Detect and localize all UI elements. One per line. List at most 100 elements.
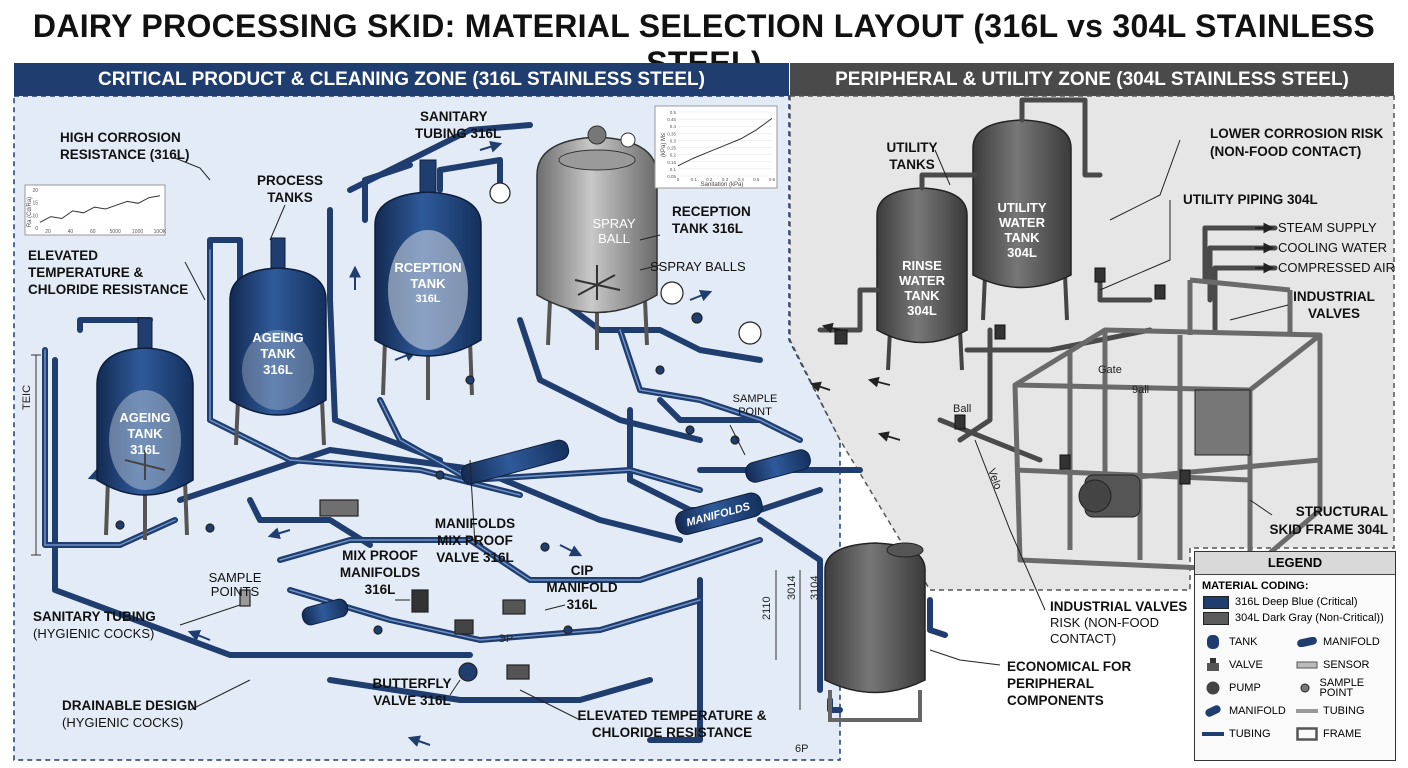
reception-tank-label-3: 316L (415, 293, 440, 305)
legend-304l-row: 304L Dark Gray (Non-Critical)) (1203, 610, 1395, 626)
legend-304l-swatch (1203, 611, 1229, 625)
mini-chart-right-ytick: 0.45 (667, 117, 676, 122)
ageing-tank-2-label-1: AGEING (252, 330, 303, 345)
manifolds-mixproof-label-1: MANIFOLDS (435, 516, 515, 531)
legend-frame-label: FRAME (1323, 727, 1362, 740)
process-tanks-label-2: TANKS (267, 190, 313, 205)
lower-corrosion-label-2: (NON-FOOD CONTACT) (1210, 144, 1361, 159)
dimension-b-label: 3104 (809, 576, 821, 600)
mini-chart-right-ytick: 0.35 (667, 131, 676, 136)
utility-valves (834, 267, 1191, 485)
industrial-valves-label-2: VALVES (1308, 306, 1360, 321)
sample-point-label-2: POINT (738, 406, 772, 418)
ageing-tank-1-label-1: AGEING (119, 410, 170, 425)
structural-label-2: SKID FRAME 304L (1269, 522, 1388, 537)
sanitary-tubing-top-label-1: SANITARY (420, 109, 488, 124)
cip-label-3: 316L (567, 597, 598, 612)
ball-label: Ball (953, 403, 971, 415)
utility-water-label-4: 304L (1007, 245, 1037, 260)
legend-tank-label: TANK (1229, 635, 1258, 648)
valves-gauges-316l (115, 182, 762, 682)
mini-chart-left-line (39, 195, 161, 223)
ball-label-2: 9all (1132, 384, 1149, 396)
high-corrosion-label-2: RESISTANCE (316L) (60, 147, 190, 162)
tubing-gray-icon (1296, 708, 1318, 713)
legend-item-tank: TANK (1201, 632, 1295, 651)
utility-arrows (809, 222, 1275, 442)
butterfly-label-1: BUTTERFLY (372, 676, 451, 691)
lower-corrosion-label-1: LOWER CORROSION RISK (1210, 126, 1384, 141)
mini-chart-right-xlabel: Sanitation (kPa) (701, 182, 744, 188)
mini-chart-right-xtick: 0.5 (753, 177, 760, 182)
mini-chart-left-xtick: 40 (68, 229, 74, 235)
rinse-tank-label-3: TANK (904, 288, 940, 303)
sanitary-tubing-top-label-2: TUBING 316L (415, 126, 501, 141)
dimension-lines (31, 354, 801, 710)
mini-chart-right-xtick: 0 (677, 177, 680, 182)
cip-label-1: CIP (571, 563, 594, 578)
leader-lines (174, 139, 1289, 721)
legend-item-manifold: MANIFOLD (1295, 632, 1389, 651)
industrial-valves-risk-label-3: CONTACT) (1050, 631, 1116, 646)
mini-chart-right-xtick: 0.3 (722, 177, 729, 182)
ageing-tank-1-label-3: 316L (130, 442, 160, 457)
legend-subtitle: MATERIAL CODING: (1202, 580, 1309, 592)
spray-balls-label: SSPRAY BALLS (650, 259, 746, 274)
ageing-tank-1-label-2: TANK (127, 426, 163, 441)
mini-chart-right-xtick: 0.6 (769, 177, 776, 182)
spray-tank-label-1: SPRAY (592, 216, 635, 231)
legend-item-tubing: TUBING (1201, 724, 1295, 743)
dimension-d-label: 6P (795, 743, 808, 755)
rinse-tank-label-1: RINSE (902, 258, 942, 273)
dimension-e-label: ЭP (498, 633, 513, 645)
sample-points-label-1: SAMPLE (209, 570, 262, 585)
elevated-bottom-label-2: CHLORIDE RESISTANCE (592, 725, 752, 740)
compressed-air-label: COMPRESSED AIR (1278, 260, 1395, 275)
reception-callout-label-1: RECEPTION (672, 204, 751, 219)
legend-item-manifold-2: MANIFOLD (1201, 701, 1295, 720)
critical-zone-header: CRITICAL PRODUCT & CLEANING ZONE (316L S… (14, 63, 789, 96)
utility-tank-bottom (824, 542, 926, 722)
utility-tanks-label-2: TANKS (889, 157, 935, 172)
drainable-label-1: DRAINABLE DESIGN (62, 698, 197, 713)
industrial-valves-risk-label-2: RISK (NON-FOOD (1050, 615, 1159, 630)
legend-valve-label: VALVE (1229, 658, 1263, 671)
spray-tank-label-2: BALL (598, 231, 630, 246)
ageing-tank-2-label-2: TANK (260, 346, 296, 361)
mix-proof-label-3: 316L (365, 582, 396, 597)
manifold-icon (1297, 636, 1317, 647)
legend-pump-label: PUMP (1229, 681, 1261, 694)
piping-highlights (44, 249, 801, 641)
ageing-tank-2 (229, 237, 327, 446)
legend-item-pump: PUMP (1201, 678, 1295, 697)
mini-chart-right-ytick: 0.5 (670, 110, 677, 115)
mini-chart-right-ylabel: (kPa) Ms (661, 133, 667, 157)
critical-callouts: HIGH CORROSION RESISTANCE (316L) PROCESS… (21, 109, 821, 755)
reception-callout-label-2: TANK 316L (672, 221, 743, 236)
reception-tank-316l (374, 159, 482, 400)
sanitary-tubing-label-1: SANITARY TUBING (33, 609, 156, 624)
tank-labels: AGEING TANK 316L AGEING TANK 316L RCEPTI… (119, 216, 636, 457)
mini-chart-right-ytick: 0.05 (667, 174, 676, 179)
utility-water-label-2: WATER (999, 215, 1046, 230)
dimension-left-label: TEIC (21, 385, 33, 410)
high-corrosion-label-1: HIGH CORROSION (60, 130, 181, 145)
mini-chart-left-xtick: 10OK (154, 229, 167, 235)
dimension-a-label: 3014 (786, 576, 798, 600)
dimension-c-label: 2110 (761, 596, 773, 620)
spray-ball-tank (536, 125, 658, 350)
mini-chart-right-ytick: 0.3 (670, 138, 677, 143)
pump-icon (1206, 681, 1220, 694)
process-tanks-label-1: PROCESS (257, 173, 323, 188)
reception-tank-label-1: RCEPTION (394, 260, 461, 275)
mini-chart-right-ytick: 0.1 (670, 167, 677, 172)
utility-piping-label: UTILITY PIPING 304L (1183, 192, 1318, 207)
utility-tanks-label-1: UTILITY (887, 140, 938, 155)
sample-point-icon (1300, 683, 1310, 692)
steam-supply-label: STEAM SUPPLY (1278, 220, 1377, 235)
economical-label-1: ECONOMICAL FOR (1007, 659, 1131, 674)
elevated-bottom-label-1: ELEVATED TEMPERATURE & (577, 708, 766, 723)
legend-304l-label: 304L Dark Gray (Non-Critical)) (1235, 612, 1384, 624)
legend-sensor-label: SENSOR (1323, 658, 1370, 671)
